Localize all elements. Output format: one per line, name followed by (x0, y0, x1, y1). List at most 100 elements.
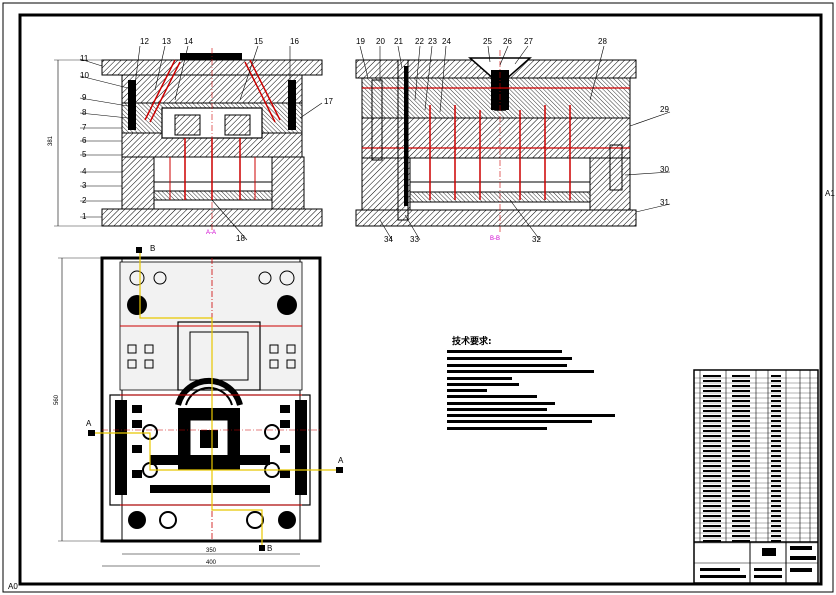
dim-height-left: 381 (48, 135, 54, 146)
part-label-21: 21 (394, 37, 403, 46)
parts-list-cell (771, 415, 781, 417)
parts-list-cell (732, 425, 750, 427)
parts-list-cell (703, 520, 721, 522)
parts-list-cell (703, 445, 721, 447)
part-label-5: 5 (82, 150, 87, 159)
parts-list-cell (703, 510, 721, 512)
parts-list-cell (771, 420, 781, 422)
part-label-18: 18 (236, 234, 245, 243)
parts-list-cell (771, 455, 781, 457)
part-label-32: 32 (532, 235, 541, 244)
parts-list-cell (732, 540, 750, 542)
part-label-16: 16 (290, 37, 299, 46)
part-label-11: 11 (80, 54, 89, 63)
part-label-30: 30 (660, 165, 669, 174)
parts-list-cell (732, 395, 750, 397)
parts-list-cell (732, 420, 750, 422)
parts-list-cell (771, 480, 781, 482)
part-label-27: 27 (524, 37, 533, 46)
parts-list-cell (703, 410, 721, 412)
parts-list-cell (771, 495, 781, 497)
parts-list-cell (703, 480, 721, 482)
parts-list-cell (703, 470, 721, 472)
dim-plan-inner-width: 350 (206, 548, 217, 554)
parts-list-cell (732, 450, 750, 452)
parts-list-cell (732, 510, 750, 512)
parts-list-cell (703, 425, 721, 427)
parts-list-cell (771, 430, 781, 432)
parts-list-cell (732, 505, 750, 507)
parts-list-cell (732, 470, 750, 472)
parts-list-cell (703, 420, 721, 422)
parts-list-cell (732, 375, 750, 377)
parts-list-cell (732, 490, 750, 492)
parts-list-cell (771, 470, 781, 472)
parts-list-cell (771, 475, 781, 477)
section-marker-a-right: A (338, 456, 344, 465)
parts-list-cell (703, 525, 721, 527)
parts-list-cell (732, 435, 750, 437)
parts-list-cell (732, 380, 750, 382)
parts-list-cell (703, 490, 721, 492)
parts-list-cell (732, 455, 750, 457)
parts-list-cell (771, 435, 781, 437)
corner-label-right: A1 (825, 189, 835, 198)
parts-list-cell (732, 480, 750, 482)
parts-list-cell (732, 400, 750, 402)
part-label-33: 33 (410, 235, 419, 244)
parts-list-cell (703, 430, 721, 432)
leaders-left (79, 45, 323, 241)
view-bb-label: B-B (490, 236, 500, 242)
parts-list-cell (703, 450, 721, 452)
parts-list-cell (703, 385, 721, 387)
part-label-19: 19 (356, 37, 365, 46)
parts-list-cell (732, 535, 750, 537)
part-label-25: 25 (483, 37, 492, 46)
parts-list-cell (732, 410, 750, 412)
tech-req-title: 技术要求: (452, 335, 492, 347)
part-label-1: 1 (82, 212, 87, 221)
parts-list-cell (703, 390, 721, 392)
parts-list-cell (703, 400, 721, 402)
part-labels-right: 19 20 21 22 23 24 25 26 27 28 29 30 31 3… (356, 37, 669, 244)
part-label-8: 8 (82, 108, 87, 117)
part-label-3: 3 (82, 181, 87, 190)
technical-requirements: 技术要求: (447, 335, 615, 430)
part-label-23: 23 (428, 37, 437, 46)
parts-list-cell (732, 485, 750, 487)
part-label-17: 17 (324, 97, 333, 106)
parts-list-cell (703, 375, 721, 377)
parts-list-cell (771, 440, 781, 442)
section-marker-b-bottom: B (267, 544, 272, 553)
leaders-right (359, 45, 671, 241)
dim-plan-outer-width: 400 (206, 560, 217, 566)
part-label-20: 20 (376, 37, 385, 46)
view-aa-label: A-A (206, 230, 216, 236)
parts-list-cell (732, 440, 750, 442)
parts-list-cell (703, 465, 721, 467)
parts-list-cell (703, 535, 721, 537)
parts-list-cell (703, 475, 721, 477)
part-label-12: 12 (140, 37, 149, 46)
part-label-6: 6 (82, 136, 87, 145)
part-label-2: 2 (82, 196, 87, 205)
section-view-aa: 381 A-A (48, 48, 323, 236)
part-label-22: 22 (415, 37, 424, 46)
parts-list-cell (771, 445, 781, 447)
parts-list-cell (771, 410, 781, 412)
parts-list-cell (732, 390, 750, 392)
parts-list-cell (771, 450, 781, 452)
parts-list-cell (732, 445, 750, 447)
parts-list-cell (703, 435, 721, 437)
inner-frame (18, 13, 823, 586)
parts-list-cell (703, 405, 721, 407)
parts-list-cell (732, 515, 750, 517)
parts-list-cell (771, 530, 781, 532)
section-view-bb: B-B (355, 50, 637, 242)
section-marker-a-left: A (86, 419, 92, 428)
part-label-10: 10 (80, 71, 89, 80)
parts-list-cell (732, 430, 750, 432)
section-marker-b-top: B (150, 244, 155, 253)
